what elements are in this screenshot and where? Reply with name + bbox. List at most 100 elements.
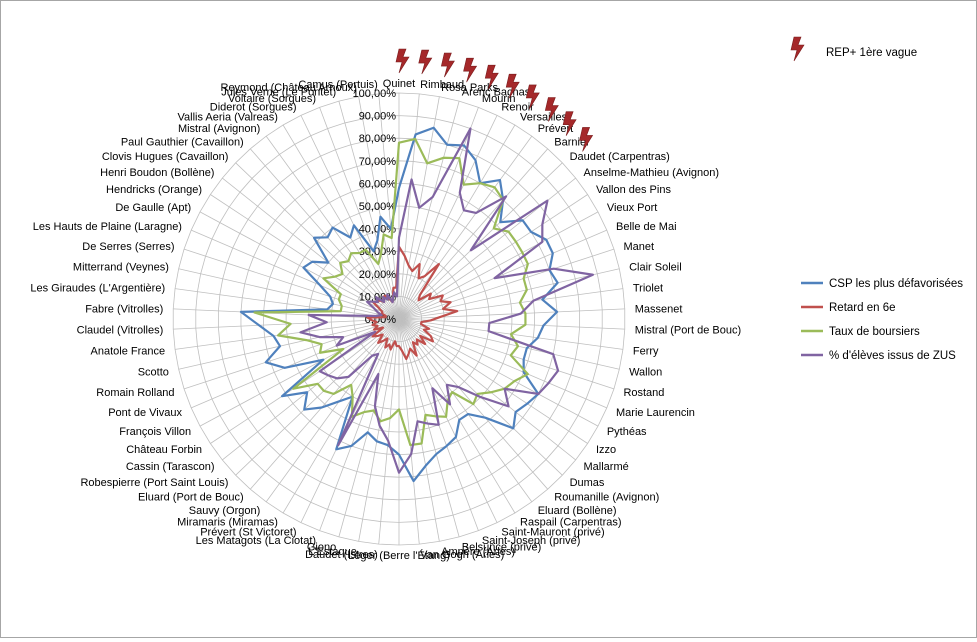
category-label: Eluard (Port de Bouc) xyxy=(138,492,244,504)
category-label: Marie Laurencin xyxy=(616,407,695,419)
tick-label: 70,00% xyxy=(359,156,397,168)
grid-spoke xyxy=(191,229,400,320)
grid-spoke xyxy=(398,135,533,320)
category-label: Wallon xyxy=(629,367,662,379)
category-label: Prévert (St Victoret) xyxy=(200,527,296,539)
category-label: Belsunce (privé) xyxy=(462,541,541,553)
grid-spoke xyxy=(398,318,498,523)
grid-spoke xyxy=(398,268,620,320)
category-label: Vallis Aeria (Valreas) xyxy=(177,111,277,123)
grid-spoke xyxy=(398,115,498,320)
rep-marker-icon xyxy=(395,48,410,74)
category-label: Les Giraudes (L'Argentière) xyxy=(30,282,165,294)
category-label: De Serres (Serres) xyxy=(82,241,174,253)
category-label: Henri Boudon (Bollène) xyxy=(100,167,214,179)
series-line xyxy=(253,137,529,447)
rep-marker-icon xyxy=(418,49,433,75)
grid-spoke xyxy=(398,107,479,320)
category-label: Daudet (Carpentras) xyxy=(570,151,670,163)
category-label: Versailles xyxy=(520,111,568,123)
grid-spoke xyxy=(199,318,400,427)
grid-spoke xyxy=(398,101,460,320)
category-label: Robespierre (Port Saint Louis) xyxy=(80,477,228,489)
grid-spoke xyxy=(398,318,533,503)
grid-spoke xyxy=(265,318,400,503)
grid-spoke xyxy=(174,318,400,350)
category-label: Anatole France xyxy=(91,346,166,358)
category-label: Fabre (Vitrolles) xyxy=(85,303,163,315)
grid-spoke xyxy=(210,318,400,444)
category-label: François Villon xyxy=(119,426,191,438)
category-label: Scotto xyxy=(138,367,169,379)
category-label: Clovis Hugues (Cavaillon) xyxy=(102,151,229,163)
grid-spoke xyxy=(398,318,516,514)
grid-spoke xyxy=(183,318,400,390)
grid-spoke xyxy=(173,308,400,320)
tick-label: 100,00% xyxy=(353,88,397,100)
grid-spoke xyxy=(358,96,400,320)
rep-marker-icon xyxy=(505,73,520,99)
category-label: Cassin (Tarascon) xyxy=(126,461,215,473)
grid-spoke xyxy=(398,162,563,320)
rep-marker-icon xyxy=(525,84,540,110)
grid-spoke xyxy=(338,318,400,537)
series-line xyxy=(366,245,459,361)
rep-marker-icon xyxy=(544,97,559,122)
grid-spoke xyxy=(398,318,625,330)
grid-spoke xyxy=(398,194,588,320)
grid-spoke xyxy=(398,318,615,390)
category-label: Manet xyxy=(623,241,654,253)
tick-label: 30,00% xyxy=(359,246,397,258)
grid-spoke xyxy=(222,318,400,461)
grid-spoke xyxy=(398,318,420,545)
rep-marker-icon xyxy=(562,111,577,136)
rep-marker-icon xyxy=(484,64,499,90)
category-label: Van Gogh (Arles) xyxy=(420,549,504,561)
category-label: Saint-Joseph (privé) xyxy=(482,535,580,547)
rep-marker-icon xyxy=(463,57,478,83)
category-label: Claudel (Vitrolles) xyxy=(77,325,164,337)
category-label: De Gaulle (Apt) xyxy=(115,202,191,214)
category-label: Sauvy (Orgon) xyxy=(189,505,261,517)
grid-spoke xyxy=(398,318,620,370)
category-label: Mallarmé xyxy=(584,461,629,473)
category-label: Romain Rolland xyxy=(96,387,174,399)
category-label: Ampère (Arles) xyxy=(441,546,515,558)
category-label: Mourin xyxy=(482,93,516,105)
legend-series-label: Taux de boursiers xyxy=(829,326,920,338)
category-label: Dumas xyxy=(570,477,605,489)
category-label: Prévert xyxy=(538,123,573,135)
grid-spoke xyxy=(398,318,588,444)
grid-spoke xyxy=(319,318,400,531)
grid-spoke xyxy=(173,318,400,330)
category-label: Léger (Berre l'Étang) xyxy=(348,549,450,562)
grid-spoke xyxy=(174,288,400,320)
category-label: Ferry xyxy=(633,346,659,358)
grid-spoke xyxy=(398,318,460,537)
category-label: Mitterrand (Veynes) xyxy=(73,261,169,273)
category-label: Rimbaud xyxy=(420,79,464,91)
category-label: Saint-Mauront (privé) xyxy=(501,527,604,539)
category-label: Triolet xyxy=(633,282,663,294)
grid-spoke xyxy=(199,211,400,320)
category-label: Raspail (Carpentras) xyxy=(520,517,621,529)
grid-spoke xyxy=(398,211,599,320)
rep-legend-icon xyxy=(790,36,805,62)
category-label: Izzo xyxy=(596,444,616,456)
tick-label: 50,00% xyxy=(359,201,397,213)
category-label: L'Estaque xyxy=(308,546,357,558)
category-label: Mistral (Port de Bouc) xyxy=(635,325,741,337)
grid-spoke xyxy=(358,318,400,542)
tick-label: 90,00% xyxy=(359,111,397,123)
grid-spoke xyxy=(398,318,576,461)
grid-spoke xyxy=(282,318,400,514)
radar-series xyxy=(239,126,594,483)
grid-spoke xyxy=(398,124,516,320)
rep-marker-icon xyxy=(440,52,455,78)
category-label: Anselme-Mathieu (Avignon) xyxy=(584,167,720,179)
category-label: Quinet xyxy=(383,78,415,90)
grid-spoke xyxy=(191,318,400,409)
category-label: Paul Gauthier (Cavaillon) xyxy=(121,136,244,148)
category-label: Roumanille (Avignon) xyxy=(554,492,659,504)
grid-spoke xyxy=(398,248,615,320)
